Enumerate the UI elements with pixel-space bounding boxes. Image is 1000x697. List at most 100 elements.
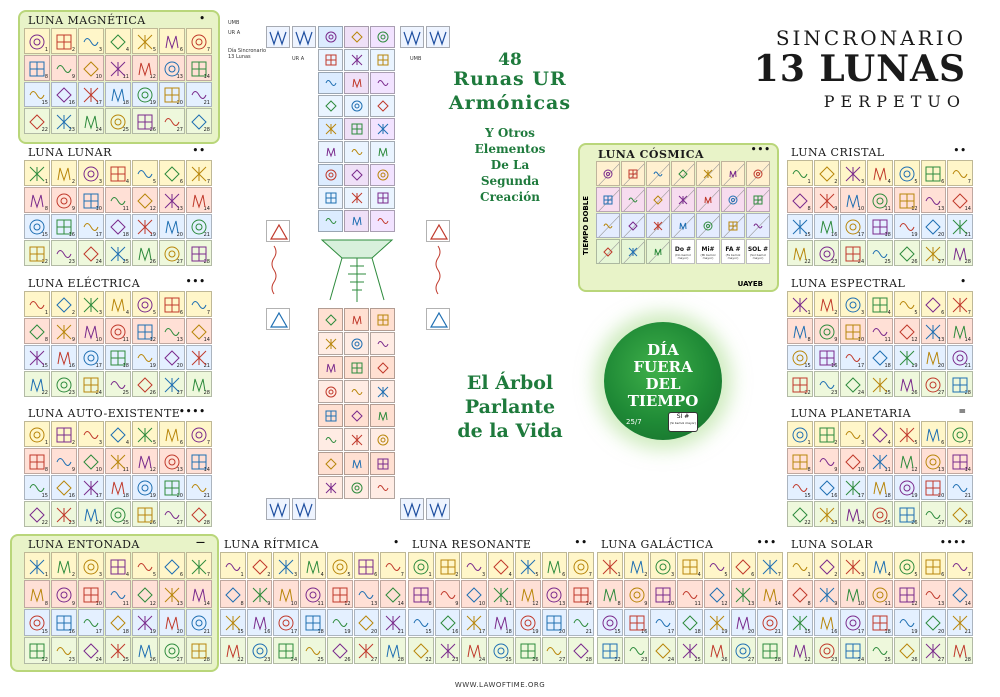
moon-day-cell[interactable]: 3	[650, 552, 677, 580]
cosmic-day-cell[interactable]	[596, 161, 620, 186]
moon-day-cell[interactable]: 2	[813, 160, 840, 186]
tree-rune-cell[interactable]	[318, 49, 343, 71]
moon-day-cell[interactable]: 15	[787, 474, 813, 501]
moon-day-cell[interactable]: 4	[105, 421, 131, 447]
moon-day-cell[interactable]: 8	[220, 580, 246, 608]
tree-rune-cell[interactable]	[318, 308, 343, 331]
moon-day-cell[interactable]: 22	[787, 636, 813, 664]
moon-day-cell[interactable]: 12	[132, 447, 158, 474]
moon-day-cell[interactable]: 14	[947, 186, 973, 213]
moon-day-cell[interactable]: 5	[893, 421, 920, 447]
tree-rune-cell[interactable]	[344, 476, 369, 499]
moon-day-cell[interactable]: 21	[186, 608, 212, 636]
moon-day-cell[interactable]: 6	[159, 421, 185, 447]
moon-day-cell[interactable]: 11	[867, 580, 893, 608]
tree-rune-cell[interactable]	[370, 452, 395, 475]
moon-day-cell[interactable]: 4	[105, 160, 131, 186]
moon-day-cell[interactable]: 18	[105, 608, 131, 636]
moon-day-cell[interactable]: 21	[947, 608, 973, 636]
moon-day-cell[interactable]: 13	[159, 447, 185, 474]
moon-day-cell[interactable]: 28	[947, 501, 973, 527]
cosmic-day-cell[interactable]	[696, 161, 720, 186]
tree-side-rune-cell[interactable]	[400, 26, 424, 48]
moon-day-cell[interactable]: 21	[186, 474, 212, 501]
moon-day-cell[interactable]: 3	[840, 421, 867, 447]
moon-day-cell[interactable]: 16	[51, 81, 77, 108]
cosmic-day-cell[interactable]	[646, 213, 670, 238]
cosmic-day-cell[interactable]	[596, 239, 620, 264]
moon-day-cell[interactable]: 5	[893, 160, 920, 186]
moon-day-cell[interactable]: 3	[78, 552, 104, 580]
moon-day-cell[interactable]: 24	[78, 636, 104, 664]
moon-day-cell[interactable]: 19	[132, 474, 158, 501]
moon-day-cell[interactable]: 12	[132, 186, 158, 213]
moon-day-cell[interactable]: 11	[105, 317, 131, 344]
moon-day-cell[interactable]: 8	[24, 54, 50, 81]
moon-day-cell[interactable]: 8	[787, 317, 813, 344]
cosmic-day-cell[interactable]: SOL #(Sol bemol mayor)	[746, 239, 770, 264]
moon-day-cell[interactable]: 25	[105, 240, 131, 266]
moon-day-cell[interactable]: 20	[159, 213, 185, 240]
moon-day-cell[interactable]: 8	[787, 580, 813, 608]
tree-rune-cell[interactable]	[370, 476, 395, 499]
moon-day-cell[interactable]: 17	[78, 81, 104, 108]
moon-day-cell[interactable]: 15	[24, 213, 50, 240]
moon-day-cell[interactable]: 12	[893, 447, 920, 474]
tree-side-rune-cell[interactable]	[266, 26, 290, 48]
moon-day-cell[interactable]: 18	[488, 608, 514, 636]
moon-day-cell[interactable]: 1	[787, 421, 813, 447]
tree-side-rune-cell[interactable]	[426, 26, 450, 48]
moon-day-cell[interactable]: 23	[51, 636, 77, 664]
moon-day-cell[interactable]: 11	[488, 580, 514, 608]
moon-day-cell[interactable]: 16	[813, 474, 840, 501]
tree-rune-cell[interactable]	[370, 141, 395, 163]
moon-day-cell[interactable]: 26	[132, 108, 158, 134]
moon-day-cell[interactable]: 12	[326, 580, 353, 608]
moon-day-cell[interactable]: 3	[78, 291, 104, 317]
tree-side-rune-cell[interactable]	[292, 498, 316, 520]
moon-day-cell[interactable]: 21	[380, 608, 406, 636]
moon-day-cell[interactable]: 19	[326, 608, 353, 636]
tree-rune-cell[interactable]	[318, 26, 343, 48]
moon-day-cell[interactable]: 25	[105, 636, 131, 664]
moon-day-cell[interactable]: 27	[159, 240, 185, 266]
moon-day-cell[interactable]: 17	[840, 344, 867, 371]
moon-day-cell[interactable]: 9	[51, 447, 77, 474]
moon-day-cell[interactable]: 9	[51, 54, 77, 81]
moon-day-cell[interactable]: 5	[703, 552, 730, 580]
moon-day-cell[interactable]: 4	[300, 552, 326, 580]
moon-day-cell[interactable]: 19	[132, 344, 158, 371]
moon-day-cell[interactable]: 21	[757, 608, 783, 636]
tree-rune-cell[interactable]	[344, 164, 369, 186]
moon-day-cell[interactable]: 7	[947, 160, 973, 186]
moon-day-cell[interactable]: 16	[813, 344, 840, 371]
tree-rune-cell[interactable]	[318, 404, 343, 427]
moon-day-cell[interactable]: 19	[132, 213, 158, 240]
moon-day-cell[interactable]: 15	[597, 608, 623, 636]
tree-rune-cell[interactable]	[370, 332, 395, 355]
tree-rune-cell[interactable]	[344, 95, 369, 117]
moon-day-cell[interactable]: 15	[24, 474, 50, 501]
moon-day-cell[interactable]: 18	[867, 608, 893, 636]
moon-day-cell[interactable]: 11	[105, 186, 131, 213]
moon-day-cell[interactable]: 7	[186, 291, 212, 317]
tree-rune-cell[interactable]	[318, 428, 343, 451]
moon-day-cell[interactable]: 26	[893, 636, 920, 664]
moon-day-cell[interactable]: 24	[840, 371, 867, 397]
moon-day-cell[interactable]: 6	[159, 291, 185, 317]
moon-day-cell[interactable]: 11	[300, 580, 326, 608]
moon-day-cell[interactable]: 20	[920, 474, 947, 501]
moon-day-cell[interactable]: 26	[893, 371, 920, 397]
moon-day-cell[interactable]: 7	[380, 552, 406, 580]
tree-rune-cell[interactable]	[318, 164, 343, 186]
moon-day-cell[interactable]: 26	[132, 636, 158, 664]
moon-day-cell[interactable]: 2	[51, 552, 77, 580]
moon-day-cell[interactable]: 22	[787, 371, 813, 397]
moon-day-cell[interactable]: 2	[813, 291, 840, 317]
moon-day-cell[interactable]: 1	[787, 160, 813, 186]
moon-day-cell[interactable]: 17	[840, 213, 867, 240]
moon-day-cell[interactable]: 23	[51, 108, 77, 134]
moon-day-cell[interactable]: 2	[246, 552, 273, 580]
moon-day-cell[interactable]: 18	[867, 344, 893, 371]
moon-day-cell[interactable]: 14	[186, 317, 212, 344]
